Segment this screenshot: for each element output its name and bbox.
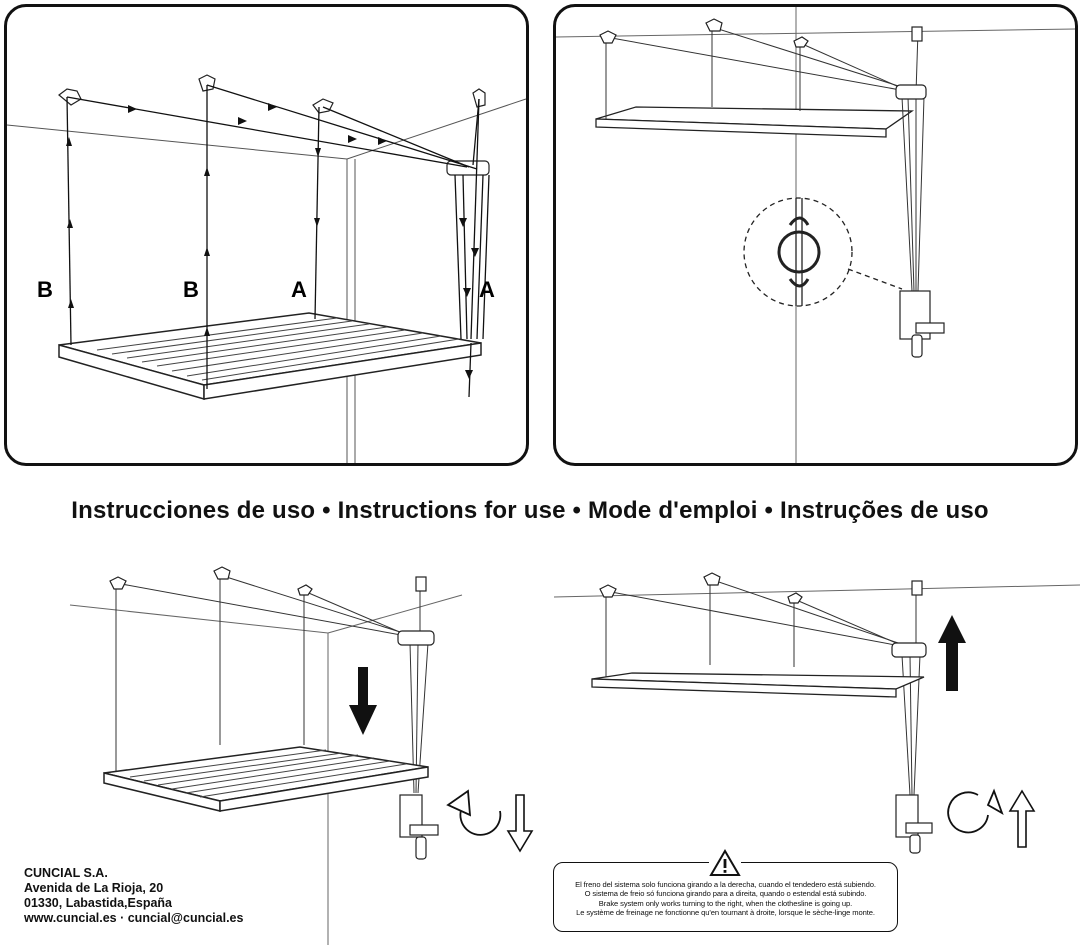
cleat-detail-panel xyxy=(553,4,1078,466)
installation-panel: B B A A xyxy=(4,4,529,466)
warning-text-pt: O sistema de freio só funciona girando p… xyxy=(584,889,867,899)
up-arrow-icon xyxy=(938,615,966,691)
raising-illustration xyxy=(553,572,1080,854)
installation-illustration: B B A A xyxy=(7,74,526,463)
drying-rack xyxy=(595,106,915,138)
drying-rack xyxy=(591,672,925,698)
down-arrow-outline-icon xyxy=(506,794,534,853)
drying-rack xyxy=(58,312,482,400)
warning-triangle-icon xyxy=(709,849,741,877)
brake-warning-box: El freno del sistema solo funciona giran… xyxy=(553,849,898,932)
cable-label-b-left: B xyxy=(37,277,53,302)
up-arrow-outline-icon xyxy=(1008,789,1036,848)
instructions-title: Instrucciones de uso • Instructions for … xyxy=(71,497,989,524)
company-info: CUNCIAL S.A. Avenida de La Rioja, 20 013… xyxy=(24,866,243,926)
lowering-illustration xyxy=(69,566,534,945)
company-contact: www.cuncial.es · cuncial@cuncial.es xyxy=(24,911,244,925)
warning-text-fr: Le système de freinage ne fonctionne qu'… xyxy=(576,908,875,918)
cable-label-a-center: A xyxy=(291,277,307,302)
company-address-line2: 01330, Labastida,España xyxy=(24,896,172,910)
warning-text-es: El freno del sistema solo funciona giran… xyxy=(575,880,876,889)
cleat-magnifier xyxy=(743,197,903,307)
company-name: CUNCIAL S.A. xyxy=(24,866,108,880)
down-arrow-icon xyxy=(349,667,377,735)
cleat-detail-illustration xyxy=(556,7,1075,463)
cable-label-b-center: B xyxy=(183,277,199,302)
rotate-counterclockwise-icon xyxy=(446,789,502,836)
cable-label-a-right: A xyxy=(479,277,495,302)
rotate-clockwise-icon xyxy=(947,788,1004,834)
warning-text-en: Brake system only works turning to the r… xyxy=(598,898,853,908)
company-address-line1: Avenida de La Rioja, 20 xyxy=(24,881,164,895)
drying-rack xyxy=(103,746,429,812)
